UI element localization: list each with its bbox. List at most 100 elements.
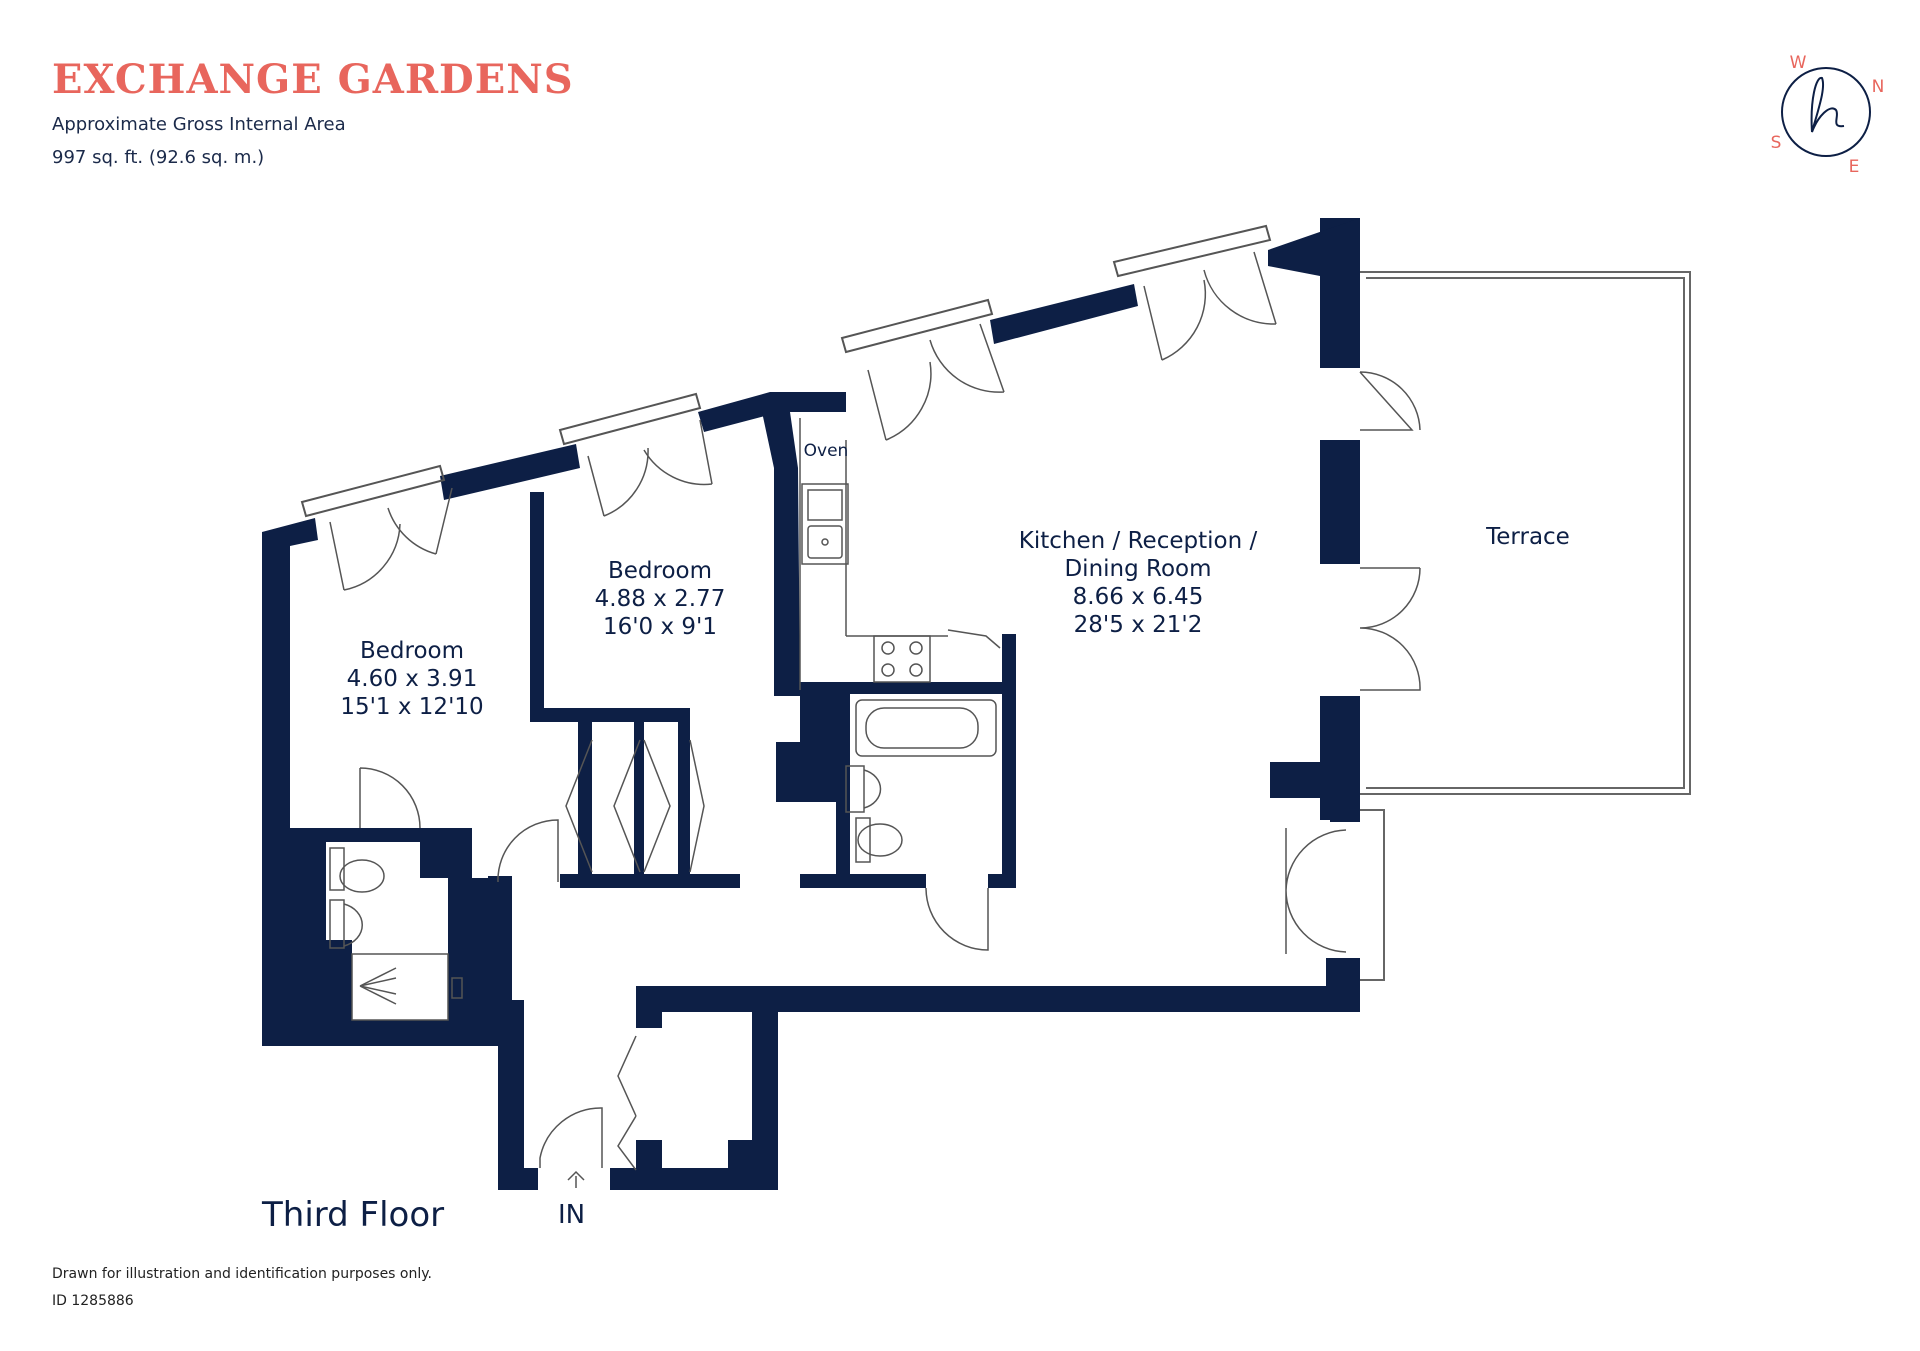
door-kitchen-cupboard: [947, 629, 1001, 649]
wall-bath-right: [1002, 634, 1016, 888]
basin-2-back: [845, 765, 865, 813]
floor-label: Third Floor: [262, 1195, 445, 1235]
bathtub: [855, 699, 997, 757]
wall-north-1: [440, 444, 580, 500]
wall-bath1-left-lower: [290, 940, 352, 1020]
compass-s: S: [1771, 133, 1782, 153]
wall-south-east-corner: [1326, 958, 1360, 1012]
compass-n: N: [1872, 77, 1885, 97]
wall-entrance-left-foot: [498, 1168, 538, 1190]
header: EXCHANGE GARDENS Approximate Gross Inter…: [52, 56, 574, 169]
door-bed1-hall: [497, 819, 559, 883]
kitchen-imperial: 28'5 x 21'2: [1074, 612, 1203, 638]
wall-cupboard-left-stub: [636, 1140, 662, 1190]
basin-2: [863, 769, 882, 809]
bedroom2-metric: 4.88 x 2.77: [595, 586, 726, 612]
door-terrace-2: [1359, 567, 1421, 691]
door-kitchen-window-b-right: [1203, 251, 1277, 325]
shower-tray: [351, 953, 449, 1021]
kitchen-sink-drainer: [807, 489, 843, 521]
door-bath2: [925, 887, 989, 951]
door-bed1-ensuite: [359, 767, 421, 829]
area-value: 997 sq. ft. (92.6 sq. m.): [52, 147, 265, 168]
wall-bath1-left: [290, 828, 322, 940]
wall-east-terrace-corner: [1330, 790, 1360, 822]
wall-hall-west-step: [488, 1000, 524, 1022]
wc-2: [857, 823, 903, 857]
wall-bed2-bottom: [530, 708, 688, 722]
window-frames: [300, 224, 1272, 518]
bathtub-inner: [865, 707, 979, 749]
wall-wardrobe-bottom: [560, 874, 740, 888]
compass-e: E: [1849, 157, 1860, 177]
wall-north-east-corner: [1268, 218, 1360, 292]
compass-w: W: [1790, 53, 1807, 73]
bedroom2-name: Bedroom: [608, 558, 712, 584]
wall-bath-left-block: [776, 742, 836, 802]
window-frame-1: [300, 464, 446, 518]
room-labels: Bedroom 4.60 x 3.91 15'1 x 12'10 Bedroom…: [340, 441, 1570, 720]
kitchen-name-line1: Kitchen / Reception /: [1019, 528, 1258, 554]
shower-spray: [359, 967, 397, 1005]
logo-monogram-icon: [1810, 77, 1845, 133]
plan-id: ID 1285886: [52, 1293, 134, 1309]
kitchen-sink-bowl: [807, 525, 843, 559]
door-bed1-window-left: [329, 521, 401, 591]
wall-north-west: [262, 518, 318, 828]
wall-bed2-left: [530, 492, 544, 716]
wall-wardrobe-left: [578, 708, 592, 886]
door-bed2-window-right: [643, 419, 713, 486]
kitchen-sink: [801, 483, 849, 565]
fixtures: [329, 418, 997, 1188]
door-terrace-1: [1359, 371, 1421, 431]
oven-label: Oven: [804, 441, 849, 461]
window-frame-4: [1112, 224, 1272, 278]
door-kitchen-window-a-right: [929, 323, 1005, 393]
bedroom2-imperial: 16'0 x 9'1: [603, 614, 717, 640]
compass-circle: [1781, 67, 1871, 157]
basin-1: [343, 903, 363, 947]
door-entrance: [539, 1107, 603, 1168]
door-kitchen-window-b-left: [1143, 279, 1207, 361]
wall-bath-top: [850, 682, 1002, 694]
wall-bath-bottom: [800, 874, 926, 888]
door-kitchen-window-a-left: [867, 361, 932, 441]
page-title: EXCHANGE GARDENS: [52, 56, 574, 103]
wall-south: [636, 986, 1360, 1012]
wall-bath1-right-thick: [448, 878, 488, 1020]
shower-valve: [451, 977, 463, 999]
door-bed1-window-right: [387, 487, 453, 555]
door-hall-cupboard: [617, 1035, 637, 1171]
wall-kitchen-partition: [762, 412, 800, 690]
bedroom1-imperial: 15'1 x 12'10: [340, 694, 483, 720]
walls: [262, 218, 1360, 1190]
bedroom1-metric: 4.60 x 3.91: [347, 666, 478, 692]
kitchen-sink-drain: [821, 538, 829, 546]
wc-1-cistern: [329, 847, 345, 891]
wall-bath-top-left: [800, 682, 850, 742]
wall-cupboard-corner: [728, 1140, 778, 1190]
kitchen-name-line2: Dining Room: [1064, 556, 1211, 582]
door-bed2-window-left: [587, 447, 649, 517]
entrance-arrow-icon: [567, 1170, 585, 1188]
wall-bath1-hall: [488, 876, 512, 1022]
wardrobe-doors-right: [643, 739, 705, 873]
window-frame-2: [558, 392, 702, 446]
terrace-outline: [1360, 271, 1691, 981]
compass-logo: W N S E: [1771, 53, 1885, 177]
wall-entrance-left: [498, 1020, 524, 1190]
wall-wardrobe-mid: [634, 708, 644, 886]
terrace-name: Terrace: [1485, 524, 1570, 550]
wc-1: [339, 859, 385, 893]
window-frame-3: [840, 298, 994, 354]
doors: [329, 251, 1421, 1171]
disclaimer: Drawn for illustration and identificatio…: [52, 1266, 432, 1282]
area-label: Approximate Gross Internal Area: [52, 114, 346, 135]
kitchen-metric: 8.66 x 6.45: [1073, 584, 1204, 610]
wall-wardrobe-right: [678, 708, 690, 886]
entrance-label: IN: [558, 1200, 586, 1230]
bedroom1-name: Bedroom: [360, 638, 464, 664]
wall-north-3: [990, 284, 1138, 344]
wardrobe-doors-left: [565, 739, 641, 873]
